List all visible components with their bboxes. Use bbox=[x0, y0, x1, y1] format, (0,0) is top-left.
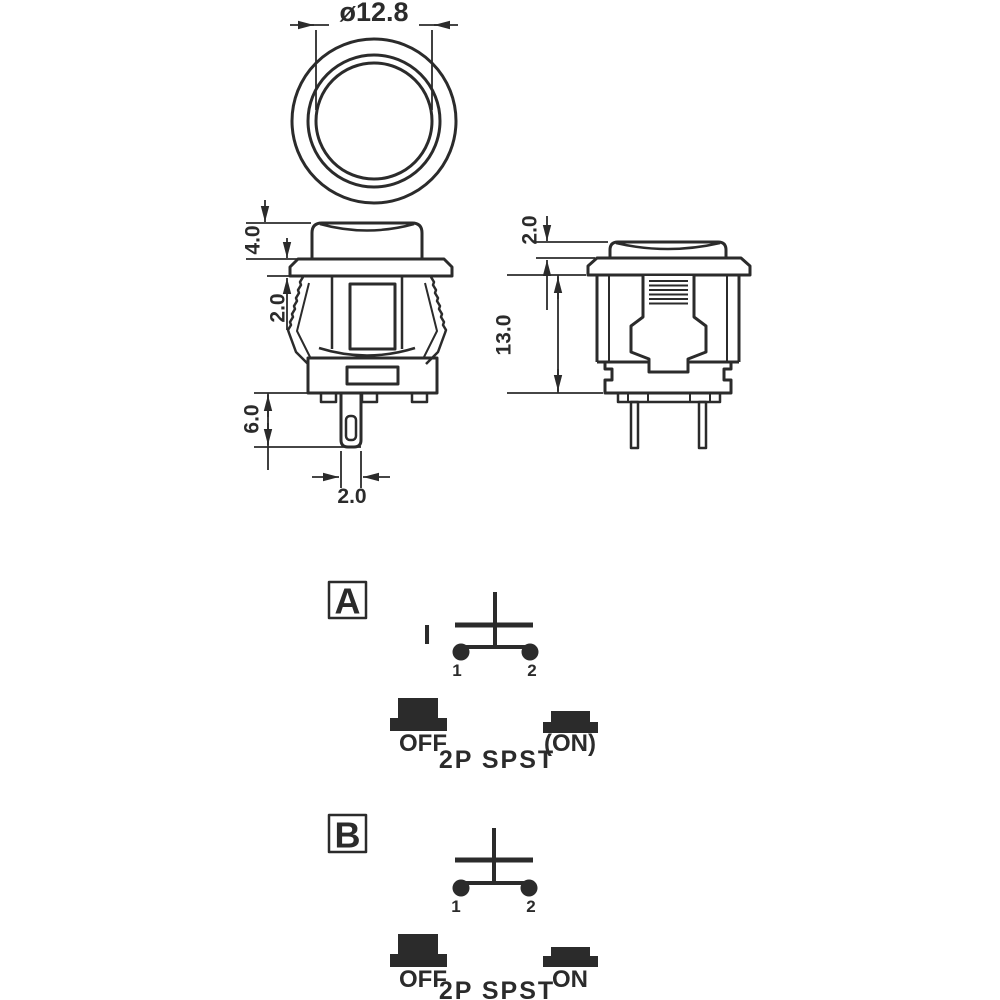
cap-height-label: 4.0 bbox=[242, 225, 265, 254]
terminal-1-dot bbox=[452, 643, 470, 661]
state-on-label: ON bbox=[552, 966, 588, 993]
raised-button-icon bbox=[390, 698, 447, 731]
state-on-label: (ON) bbox=[544, 730, 596, 757]
side-base-plate bbox=[616, 391, 722, 404]
schematic-b-label: B bbox=[335, 815, 361, 856]
side-view: 2.0 13.0 bbox=[493, 215, 752, 450]
schematic-b: B 1 2 OFF ON 2P SPST bbox=[327, 813, 598, 1000]
top-view: ø12.8 bbox=[290, 0, 458, 205]
schematic-a-label-box bbox=[327, 580, 368, 620]
terminal-2-dot bbox=[520, 879, 538, 897]
circuit-type-label: 2P SPST bbox=[439, 746, 555, 774]
mounting-flange bbox=[288, 257, 454, 278]
base-tab-right bbox=[410, 391, 429, 404]
state-off-label: OFF bbox=[399, 966, 447, 993]
bezel-inner-circle bbox=[306, 53, 442, 189]
indicator-mark: I bbox=[423, 619, 431, 650]
button-cap-circle bbox=[314, 61, 434, 181]
pressed-button-icon bbox=[543, 947, 598, 967]
snap-clip-left-inner bbox=[296, 282, 311, 358]
terminal-2-dot bbox=[521, 643, 539, 661]
terminal-2-label: 2 bbox=[527, 661, 536, 680]
pressed-button-icon bbox=[543, 711, 598, 733]
flange-thickness-label: 2.0 bbox=[267, 293, 290, 322]
schematic-a-label: A bbox=[335, 581, 361, 622]
side-flange bbox=[586, 256, 752, 277]
circuit-type-label: 2P SPST bbox=[439, 977, 555, 1000]
switch-symbol-b: 1 2 bbox=[451, 828, 538, 916]
button-cap-outline bbox=[310, 221, 424, 259]
lower-housing-slot bbox=[345, 365, 400, 386]
diameter-dimension: ø12.8 bbox=[290, 0, 458, 110]
terminal-width-label: 2.0 bbox=[337, 485, 366, 508]
terminal-length-label: 6.0 bbox=[241, 404, 264, 433]
plunger-spring-ribs bbox=[649, 280, 688, 305]
body-bottom-arc bbox=[318, 346, 416, 357]
front-dimensions: 4.0 2.0 6.0 2.0 bbox=[241, 200, 390, 508]
solder-lug-hole bbox=[344, 414, 358, 442]
pressed-cap-height-label: 2.0 bbox=[519, 215, 542, 244]
side-cap-outline bbox=[608, 240, 728, 258]
terminal-pin-left bbox=[629, 400, 640, 450]
snap-clip-right-serrated bbox=[425, 276, 448, 365]
front-view: 4.0 2.0 6.0 2.0 bbox=[241, 200, 454, 508]
side-dimensions: 2.0 13.0 bbox=[493, 215, 608, 394]
schematic-b-label-box bbox=[327, 813, 368, 854]
button-cap-concave-top bbox=[319, 222, 415, 232]
body-window bbox=[348, 282, 397, 351]
schematic-a: A I 1 2 OFF (ON) 2P SPST bbox=[327, 580, 598, 774]
terminal-1-label: 1 bbox=[452, 661, 461, 680]
bezel-outer-circle bbox=[290, 37, 458, 205]
snap-clip-right-inner bbox=[423, 282, 438, 358]
terminal-pin-right bbox=[697, 400, 708, 450]
snap-clip-left-serrated bbox=[286, 276, 309, 365]
side-cap-concave-top bbox=[615, 241, 721, 251]
state-off-label: OFF bbox=[399, 730, 447, 757]
terminal-1-dot bbox=[452, 879, 470, 897]
raised-button-icon bbox=[390, 934, 447, 967]
switch-symbol-a: 1 2 bbox=[452, 592, 539, 680]
terminal-1-label: 1 bbox=[451, 897, 460, 916]
base-tab-left bbox=[319, 391, 338, 404]
lower-housing bbox=[306, 356, 439, 395]
body-depth-label: 13.0 bbox=[493, 315, 516, 356]
terminal-2-label: 2 bbox=[526, 897, 535, 916]
diameter-label: ø12.8 bbox=[339, 0, 408, 27]
